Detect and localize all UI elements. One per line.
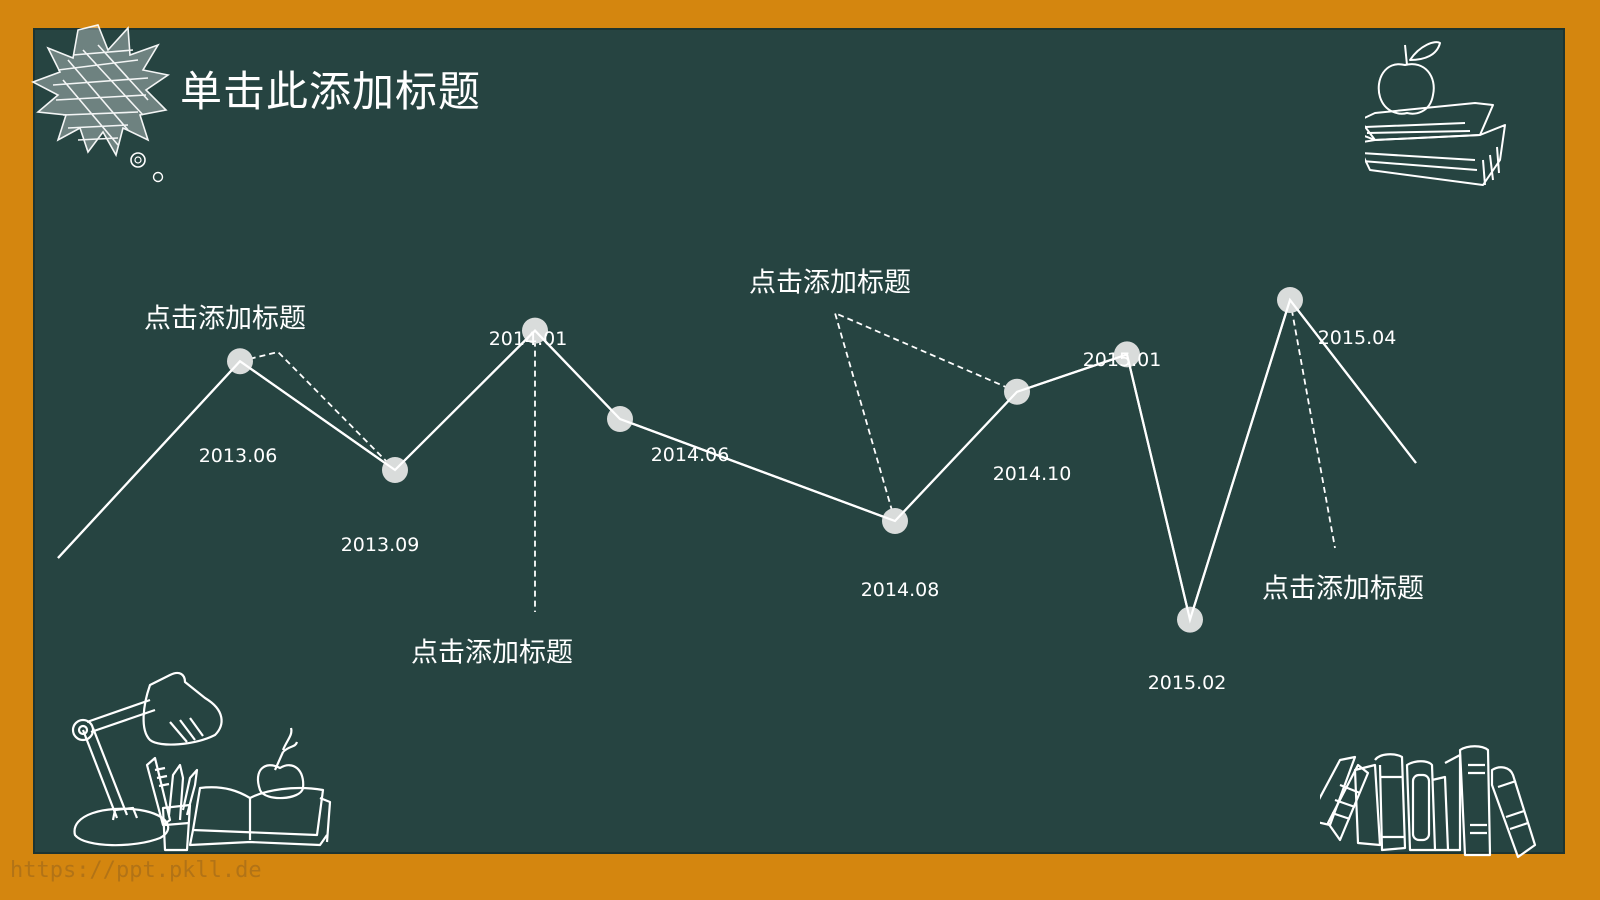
- date-label: 2015.01: [1082, 349, 1162, 371]
- slide-title[interactable]: 单击此添加标题: [180, 67, 482, 116]
- date-label: 2014.08: [860, 579, 940, 601]
- desk-lamp-and-open-book-icon: [71, 671, 332, 852]
- callout-heading[interactable]: 点击添加标题: [749, 267, 911, 299]
- callout-heading[interactable]: 点击添加标题: [144, 303, 306, 335]
- callout-heading[interactable]: 点击添加标题: [1262, 573, 1424, 605]
- callout-connector-line: [833, 311, 1018, 522]
- chalk-starburst-icon: [31, 24, 171, 183]
- date-label: 2013.06: [198, 445, 278, 467]
- chalkboard: [33, 28, 1565, 854]
- date-label: 2013.09: [340, 534, 420, 556]
- date-label: 2014.10: [992, 463, 1072, 485]
- date-label: 2014.01: [488, 328, 568, 350]
- date-label: 2014.06: [650, 444, 730, 466]
- timeline-line-overlay: [57, 297, 1417, 624]
- watermark: https://ppt.pkll.de: [10, 858, 262, 883]
- callout-connector-line: [1289, 299, 1336, 549]
- bookshelf-books-icon: [1320, 745, 1537, 859]
- apple-on-books-icon: [1365, 41, 1506, 186]
- date-label: 2015.02: [1147, 672, 1227, 694]
- callout-connector-line: [239, 351, 396, 471]
- date-label: 2015.04: [1317, 327, 1397, 349]
- callout-heading[interactable]: 点击添加标题: [411, 637, 573, 669]
